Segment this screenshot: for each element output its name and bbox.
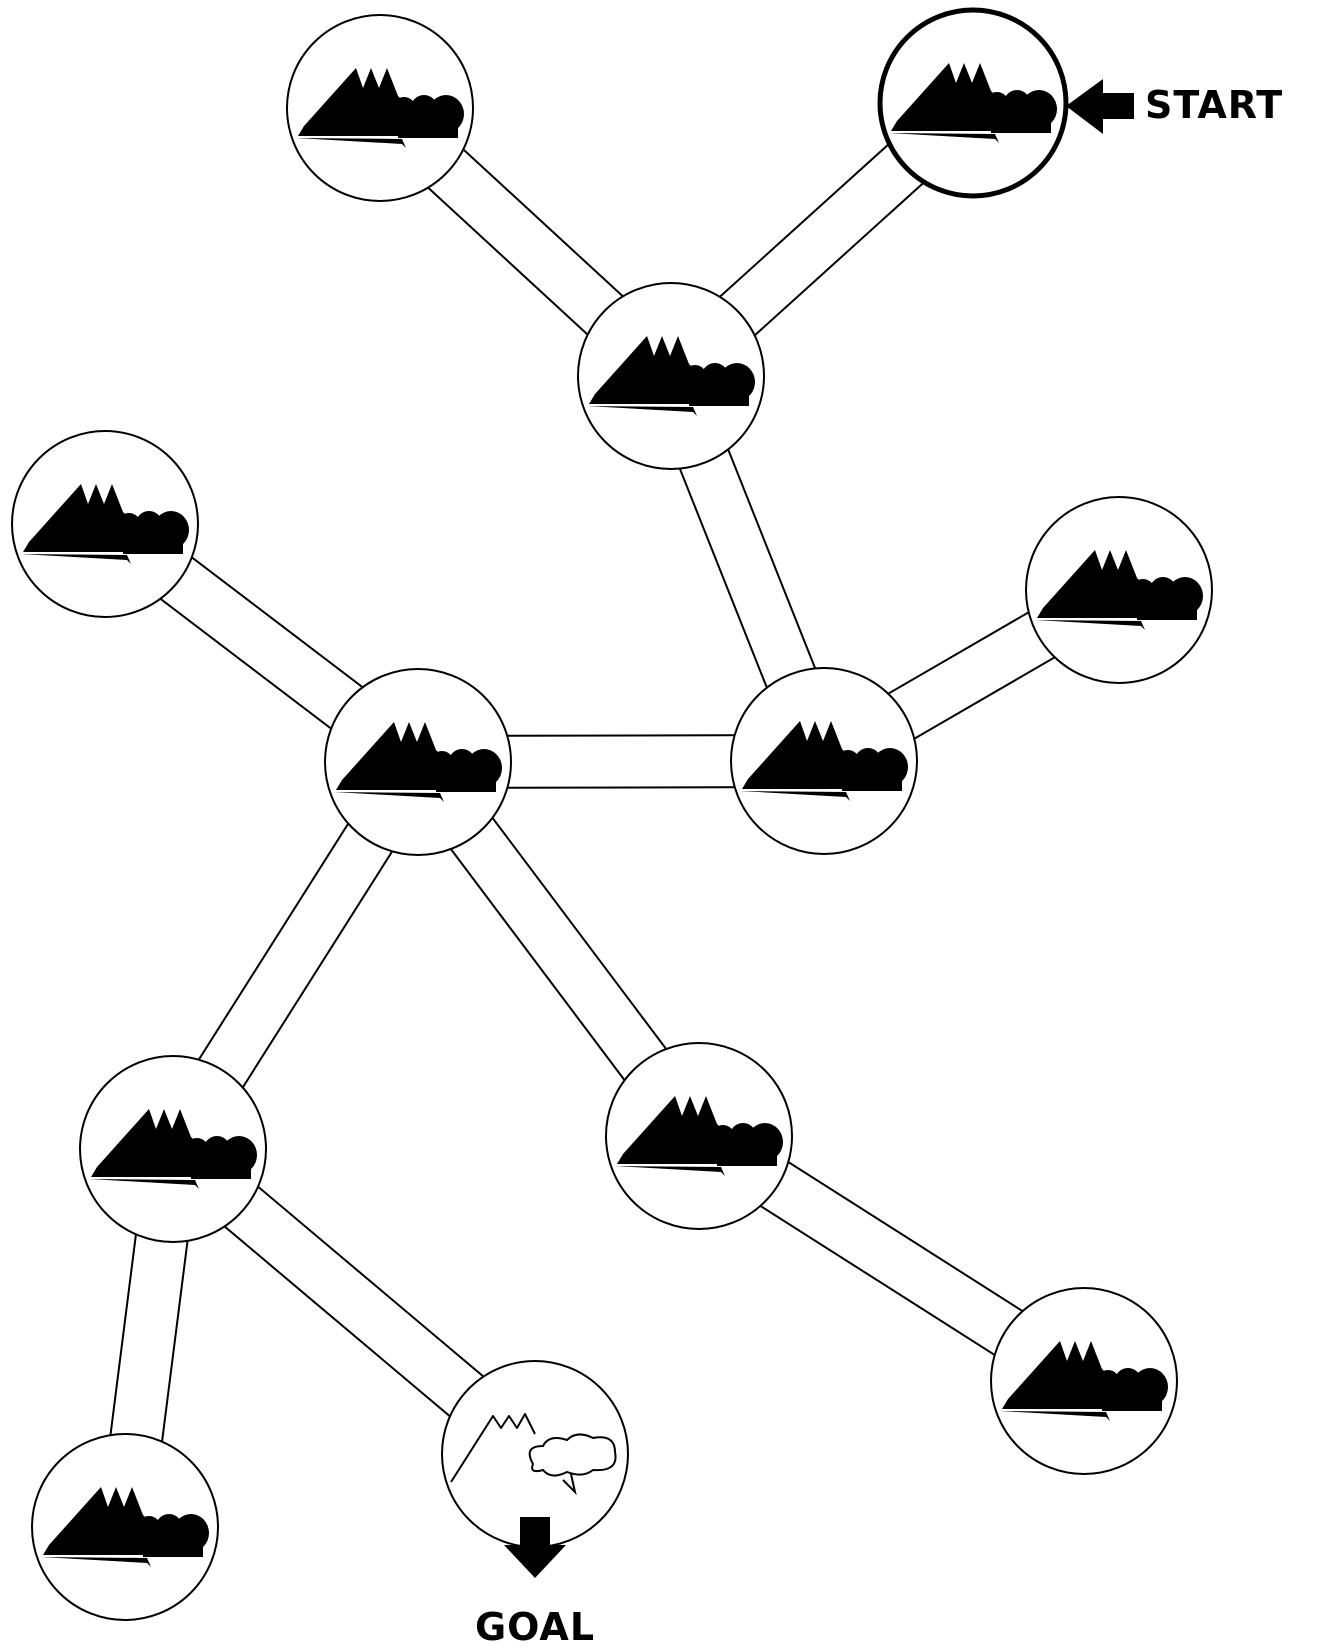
goal-arrow-icon xyxy=(504,1517,566,1578)
maze-node xyxy=(577,282,765,470)
maze-node xyxy=(31,1433,219,1621)
goal-label: GOAL xyxy=(475,1605,595,1649)
start-arrow-icon xyxy=(1066,79,1134,134)
edges-layer xyxy=(88,82,1133,1531)
maze-node xyxy=(1025,496,1213,684)
goal-marker: GOAL xyxy=(475,1517,595,1649)
start-marker: START xyxy=(1066,79,1283,134)
maze-node xyxy=(605,1042,793,1230)
maze-node xyxy=(324,668,512,856)
maze-node xyxy=(79,1055,267,1243)
maze-node xyxy=(286,14,474,202)
maze-node xyxy=(990,1287,1178,1475)
maze-node xyxy=(11,430,199,618)
nodes-layer xyxy=(11,7,1213,1621)
start-node xyxy=(877,7,1069,199)
maze-node xyxy=(730,667,918,855)
start-label: START xyxy=(1145,83,1283,127)
